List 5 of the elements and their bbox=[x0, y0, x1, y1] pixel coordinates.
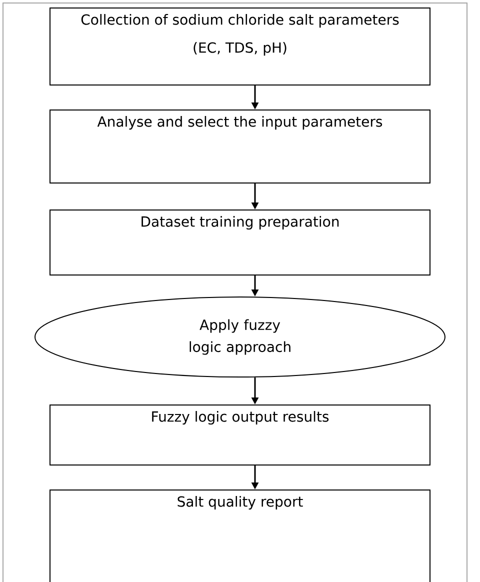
process-box: Collection of sodium chloride salt parameters (EC, TDS, pH) bbox=[50, 8, 430, 86]
process-box: Analyse and select the input parameters bbox=[50, 110, 430, 184]
process-box: Fuzzy logic output results bbox=[50, 404, 430, 466]
process-box: Salt quality report bbox=[50, 490, 430, 582]
process-box: Dataset training preparation bbox=[50, 210, 430, 276]
